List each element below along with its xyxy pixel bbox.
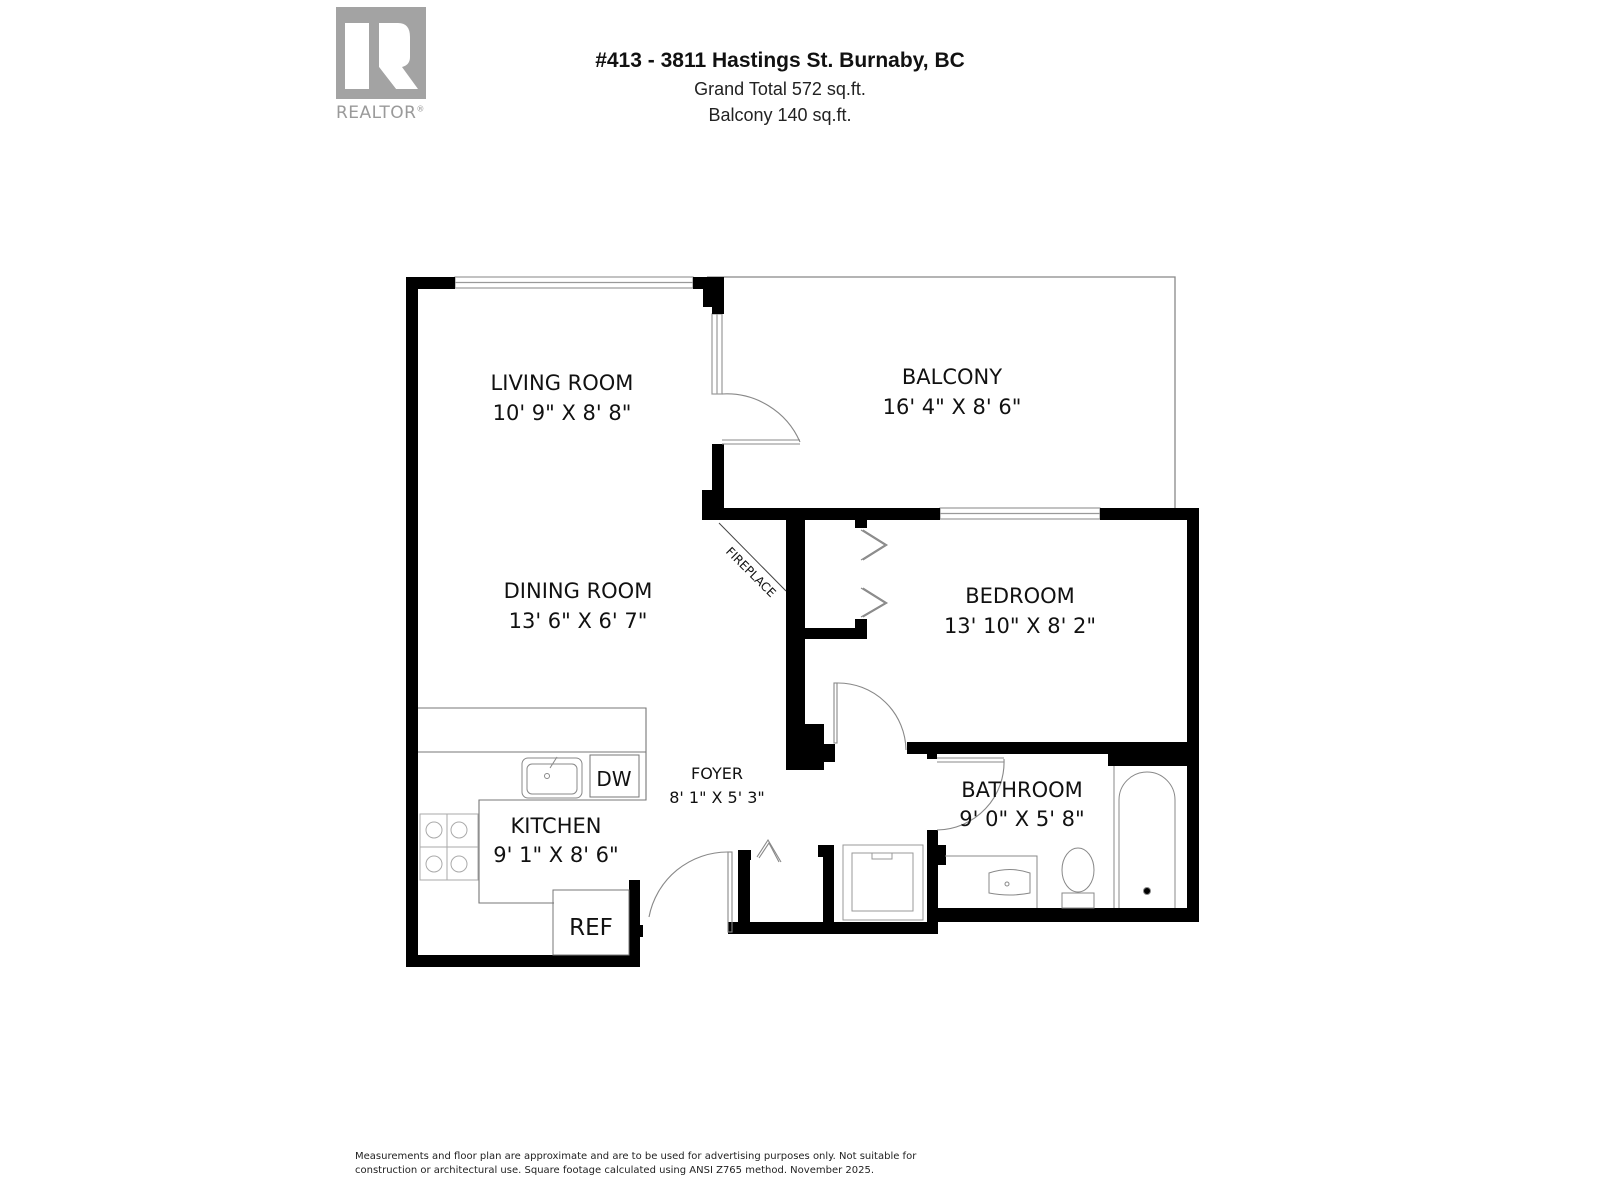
realtor-logo: REALTOR® — [336, 7, 428, 123]
realtor-r-icon — [336, 7, 426, 99]
kitchen-dims: 9' 1" X 8' 6" — [493, 843, 618, 867]
stove-icon — [419, 813, 479, 881]
kitchen-sink-icon — [521, 756, 583, 799]
balcony-outline — [707, 276, 1176, 508]
dishwasher-label: DW — [596, 767, 631, 791]
fireplace-label: FIREPLACE — [723, 544, 779, 600]
bedroom-dims: 13' 10" X 8' 2" — [944, 614, 1096, 638]
kitchen-counters — [418, 707, 647, 904]
fireplace: FIREPLACE — [718, 522, 787, 600]
listing-address: #413 - 3811 Hastings St. Burnaby, BC — [595, 49, 965, 72]
walls — [406, 277, 1199, 967]
refrigerator: REF — [552, 889, 630, 956]
realtor-wordmark: REALTOR® — [336, 103, 425, 123]
foyer-name: FOYER — [691, 764, 743, 783]
bathroom-name: BATHROOM — [961, 778, 1083, 802]
balcony-total: Balcony 140 sq.ft. — [708, 105, 852, 125]
disclaimer: Measurements and floor plan are approxim… — [355, 1151, 917, 1176]
washer-icon — [842, 844, 924, 921]
balcony-dims: 16' 4" X 8' 6" — [883, 395, 1022, 419]
refrigerator-label: REF — [569, 915, 613, 941]
living-room-dims: 10' 9" X 8' 8" — [493, 401, 632, 425]
bathroom-sink-icon — [988, 869, 1031, 896]
kitchen-name: KITCHEN — [511, 814, 602, 838]
doors — [648, 393, 1005, 933]
bathroom-fixtures — [945, 766, 1176, 909]
grand-total: Grand Total 572 sq.ft. — [694, 79, 866, 99]
living-room-name: LIVING ROOM — [491, 371, 634, 395]
room-labels: LIVING ROOM 10' 9" X 8' 8" BALCONY 16' 4… — [491, 365, 1097, 867]
bathtub-icon — [1118, 771, 1176, 908]
dining-room-name: DINING ROOM — [504, 579, 653, 603]
bathroom-dims: 9' 0" X 5' 8" — [959, 807, 1084, 831]
listing-header: #413 - 3811 Hastings St. Burnaby, BC Gra… — [560, 46, 1000, 128]
toilet-icon — [1061, 847, 1095, 893]
dishwasher: DW — [589, 754, 640, 798]
dining-room-dims: 13' 6" X 6' 7" — [509, 609, 648, 633]
bedroom-name: BEDROOM — [965, 584, 1075, 608]
balcony-name: BALCONY — [902, 365, 1002, 389]
foyer-dims: 8' 1" X 5' 3" — [669, 788, 765, 807]
